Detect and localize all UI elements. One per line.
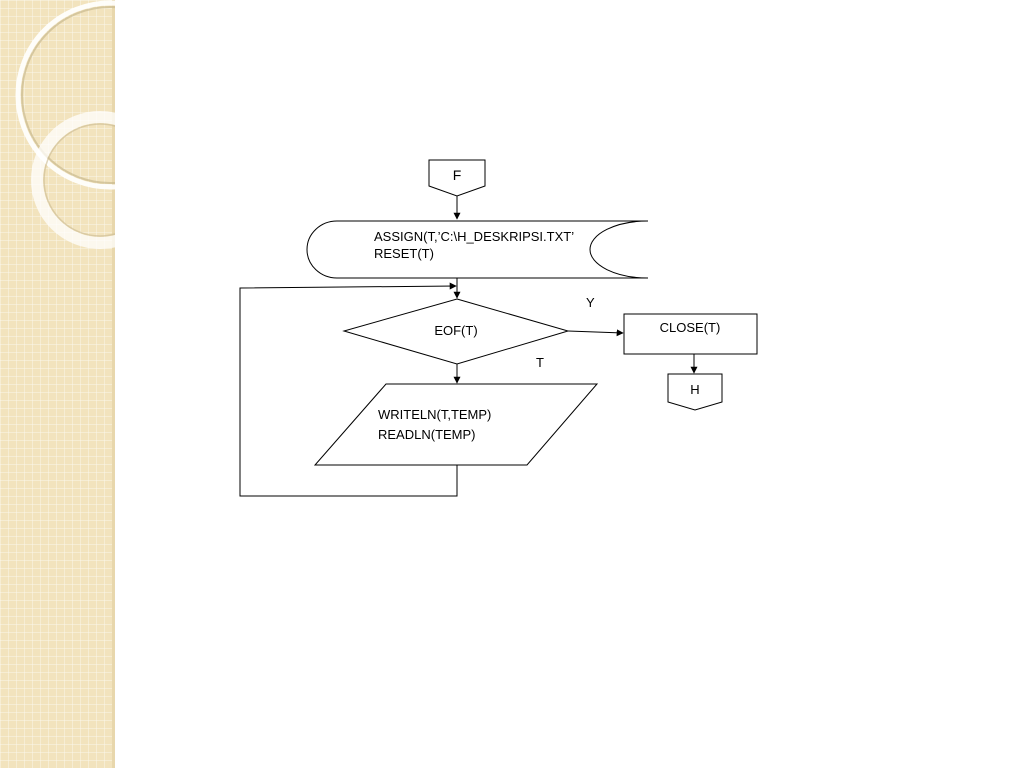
start-connector-label: F [453,167,462,183]
decorative-side-band [0,0,115,768]
write-read-io-parallelogram [313,383,599,466]
no-branch-label: T [536,355,544,370]
end-offpage-connector [667,373,723,411]
readln-statement: READLN(TEMP) [378,427,476,442]
decorative-ring-large [15,0,115,190]
reset-statement: RESET(T) [374,246,434,261]
end-connector-label: H [690,382,699,397]
close-process-box [623,313,758,355]
band-edge [112,0,115,768]
assign-reset-storage-shape [306,220,649,279]
start-offpage-connector [428,159,486,197]
yes-branch-label: Y [586,295,595,310]
writeln-statement: WRITELN(T,TEMP) [378,407,491,422]
loop-back-connector [239,282,458,497]
decorative-ring-large-shadow [21,6,115,184]
arrow-decision-to-close [567,329,624,337]
assign-statement: ASSIGN(T,’C:\H_DESKRIPSI.TXT’ [374,229,574,244]
decorative-ring-small [31,111,115,249]
eof-decision-label: EOF(T) [434,323,477,338]
close-process-label: CLOSE(T) [660,320,721,335]
decorative-ring-small-shadow [43,123,115,237]
